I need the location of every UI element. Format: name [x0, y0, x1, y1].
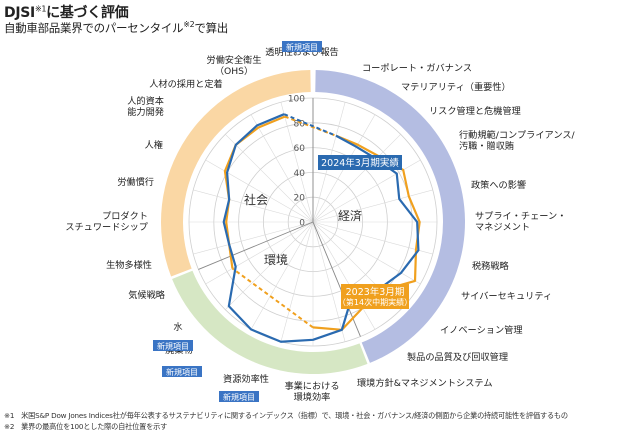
footnote-1: ※1 米国S&P Dow Jones Indices社が毎年公表するサステナビリ… — [4, 411, 568, 420]
category-label: 人的資本 — [127, 95, 164, 107]
spoke — [312, 221, 376, 330]
category-label: 水 — [173, 321, 182, 333]
tick-label: 100 — [288, 95, 305, 105]
divider-social — [198, 221, 314, 270]
spoke — [312, 221, 433, 255]
category-label: 労働安全衛生 — [206, 54, 261, 66]
tick-label: 0 — [299, 219, 305, 229]
category-label: 環境効率 — [294, 391, 331, 403]
category-label: スチュワードシップ — [65, 222, 148, 233]
page-title: DJSI※1に基づく評価 — [4, 4, 129, 21]
category-label: プロダクト — [102, 210, 148, 222]
tick-label: 80 — [294, 119, 306, 129]
category-label: 人材の採用と定着 — [149, 78, 223, 90]
category-label: リスク管理と危機管理 — [429, 105, 521, 117]
series-2023-gap-line — [231, 267, 314, 329]
sector-label: 環境 — [264, 252, 288, 267]
new-item-tag-text: 新規項目 — [223, 392, 255, 402]
new-item-tag — [282, 41, 322, 52]
new-item-tag — [219, 391, 259, 402]
spoke — [225, 134, 314, 223]
legend-2023 — [341, 284, 409, 309]
category-label: イノベーション管理 — [440, 324, 523, 336]
category-label: 税務戦略 — [472, 260, 510, 272]
legend-2024 — [318, 155, 402, 170]
social-band — [161, 70, 311, 277]
tick-label: 60 — [294, 144, 306, 154]
environment-band — [172, 270, 368, 374]
category-label: 製品の品質及び回収管理 — [407, 351, 508, 363]
spoke — [312, 189, 433, 223]
category-label: （OHS） — [215, 66, 253, 77]
legend-2023-text: （第14次中期実績） — [338, 297, 412, 307]
series-2024-gap-line — [283, 113, 337, 137]
page-subtitle: 自動車部品業界でのパーセンタイル※2で算出 — [4, 20, 229, 35]
category-label: マネジメント — [475, 222, 530, 233]
category-label: 気候戦略 — [128, 289, 166, 301]
spoke — [250, 221, 314, 330]
sector-label: 社会 — [244, 192, 268, 207]
category-label: サプライ・チェーン・ — [475, 211, 566, 222]
spoke — [205, 159, 314, 223]
tick-label: 20 — [294, 194, 306, 204]
footnote-2: ※2 業界の最高位を100とした際の自社位置を示す — [4, 422, 168, 431]
spoke — [225, 221, 314, 310]
category-label: サイバーセキュリティ — [461, 291, 552, 302]
category-label: 環境方針&マネジメントシステム — [357, 377, 493, 389]
category-label: マテリアリティ（重要性） — [401, 81, 511, 93]
spoke — [250, 114, 314, 223]
legend-2023-text: 2023年3月期 — [346, 286, 405, 298]
category-label: 生物多様性 — [106, 259, 152, 271]
new-item-tag — [153, 340, 193, 351]
category-label: 行動規範/コンプライアンス/ — [459, 129, 576, 141]
spoke — [312, 221, 346, 342]
series-2023-gap-line — [284, 115, 337, 137]
spoke — [312, 221, 421, 285]
category-label: 事業における — [284, 380, 339, 392]
category-label: 資源効率性 — [223, 373, 269, 385]
category-label: 汚職・贈収賄 — [459, 140, 514, 152]
category-label: コーポレート・ガバナンス — [362, 63, 472, 74]
new-item-tag-text: 新規項目 — [157, 341, 189, 351]
spoke — [280, 221, 314, 342]
sector-label: 経済 — [338, 208, 362, 223]
spoke — [205, 221, 314, 285]
divider-environment — [312, 221, 361, 337]
legend-2024-text: 2024年3月期実績 — [321, 157, 399, 169]
new-item-tag-text: 新規項目 — [286, 42, 318, 52]
new-item-tag-text: 新規項目 — [166, 367, 198, 377]
spoke — [193, 189, 314, 223]
spoke — [312, 134, 401, 223]
category-label: 政策への影響 — [471, 179, 526, 191]
category-label: 能力開発 — [127, 106, 164, 118]
spoke — [193, 221, 314, 255]
spoke — [280, 102, 314, 223]
tick-label: 40 — [294, 169, 306, 179]
category-label: 人権 — [145, 139, 163, 151]
economy-band — [315, 70, 466, 363]
new-item-tag — [162, 366, 202, 377]
category-label: 労働慣行 — [117, 176, 154, 188]
series-2024-line — [222, 113, 420, 343]
